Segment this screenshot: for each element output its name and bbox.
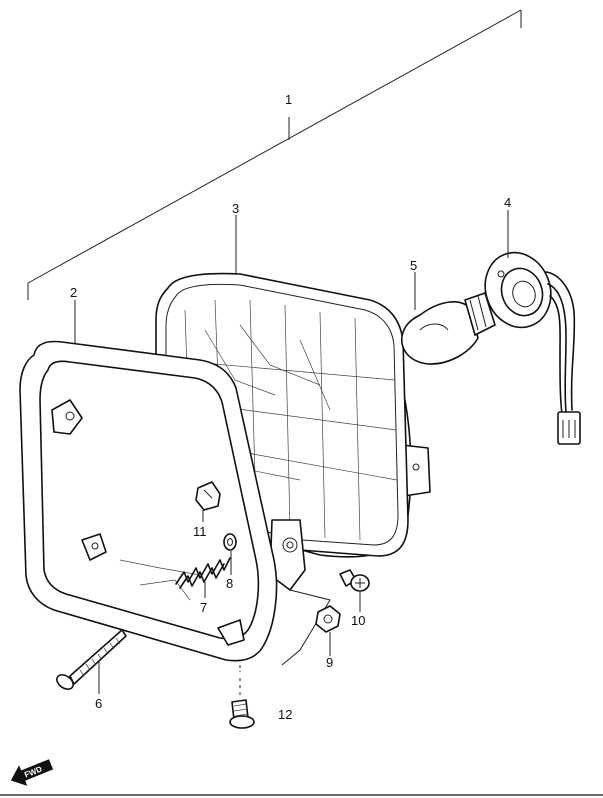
headlamp-rim [19, 340, 278, 662]
bulb-socket [484, 251, 581, 445]
callout-2: 2 [70, 285, 77, 300]
assembly-bracket [27, 9, 522, 300]
callout-5: 5 [410, 258, 417, 273]
adjusting-screw-long [56, 629, 127, 690]
callout-8: 8 [226, 576, 233, 591]
callout-6: 6 [95, 696, 102, 711]
washer [223, 533, 237, 551]
leader-lines [74, 210, 509, 694]
nut [315, 605, 341, 633]
bottom-screw [229, 665, 255, 729]
callout-3: 3 [232, 201, 239, 216]
clip-nut [195, 481, 221, 511]
callout-9: 9 [326, 655, 333, 670]
callout-7: 7 [200, 600, 207, 615]
callout-11: 11 [193, 524, 207, 539]
callout-4: 4 [504, 195, 511, 210]
adjusting-spring [175, 557, 231, 589]
callout-1: 1 [285, 92, 292, 107]
mounting-screw [339, 569, 370, 592]
forward-arrow-icon: FWD [10, 759, 54, 786]
headlight-bulb [401, 292, 496, 365]
callout-12: 12 [278, 707, 292, 722]
callout-10: 10 [351, 613, 365, 628]
